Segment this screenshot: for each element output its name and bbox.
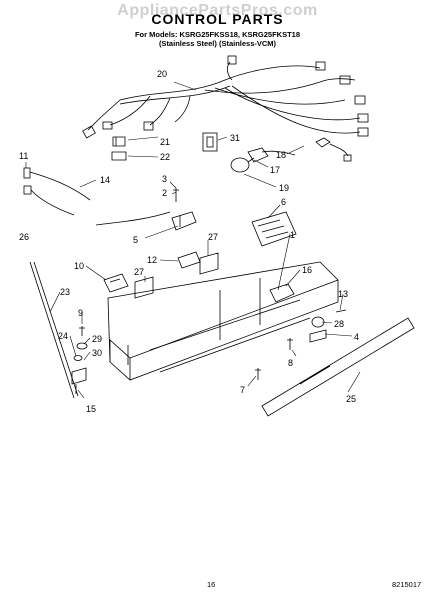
callout-3: 3 <box>162 174 167 184</box>
callout-30: 30 <box>92 348 102 358</box>
screw-8 <box>287 338 293 350</box>
callout-23: 23 <box>60 287 70 297</box>
light-socket-assembly <box>230 137 352 173</box>
callout-15: 15 <box>86 404 96 414</box>
hinge-15 <box>71 367 87 394</box>
callout-8: 8 <box>288 358 293 368</box>
callout-6: 6 <box>281 197 286 207</box>
rail-23 <box>29 261 79 399</box>
control-bracket-5 <box>171 211 197 231</box>
page-number: 16 <box>207 580 216 589</box>
callout-1: 1 <box>290 230 295 240</box>
drain-tube <box>95 211 171 226</box>
callout-25: 25 <box>346 394 356 404</box>
screw-3 <box>173 188 179 202</box>
callout-17: 17 <box>270 165 280 175</box>
thermistor-assembly <box>23 167 91 216</box>
label-27-right <box>199 252 219 275</box>
wire-harness <box>82 55 369 139</box>
callout-29: 29 <box>92 334 102 344</box>
washer-24 <box>73 355 83 361</box>
callout-4: 4 <box>354 332 359 342</box>
screw-7 <box>255 368 261 380</box>
callout-5: 5 <box>133 235 138 245</box>
callout-14: 14 <box>100 175 110 185</box>
model-info: For Models: KSRG25FKSS18, KSRG25FKST18 (… <box>0 30 435 48</box>
callout-18: 18 <box>276 150 286 160</box>
callout-19: 19 <box>279 183 289 193</box>
finish-line: (Stainless Steel) (Stainless-VCM) <box>158 39 277 48</box>
callout-27-right: 27 <box>208 232 218 242</box>
bracket-12 <box>177 251 201 269</box>
label-27-left <box>134 276 154 299</box>
callout-26: 26 <box>19 232 29 242</box>
screw-13 <box>335 309 347 313</box>
callout-31: 31 <box>230 133 240 143</box>
trim-25 <box>261 317 415 417</box>
watermark: AppliancePartsPros.com <box>117 2 318 19</box>
callout-2: 2 <box>162 188 167 198</box>
callout-13: 13 <box>338 289 348 299</box>
models-line: For Models: KSRG25FKSS18, KSRG25FKST18 <box>134 30 301 39</box>
callout-9: 9 <box>78 308 83 318</box>
callout-7: 7 <box>240 385 245 395</box>
callout-12: 12 <box>147 255 157 265</box>
washer-29 <box>76 342 88 350</box>
document-code: 8215017 <box>392 580 422 589</box>
light-switch <box>202 132 218 152</box>
control-housing <box>107 261 339 381</box>
callout-24: 24 <box>58 331 68 341</box>
callout-20: 20 <box>157 69 167 79</box>
part-4 <box>309 329 327 343</box>
callouts: 20 21 22 31 18 17 19 11 14 26 2 3 5 6 1 … <box>19 69 359 414</box>
callout-10: 10 <box>74 261 84 271</box>
callout-28: 28 <box>334 319 344 329</box>
bracket-10 <box>103 273 129 293</box>
screw-9 <box>79 326 85 336</box>
page-title: CONTROL PARTS <box>151 11 284 27</box>
clip-22 <box>111 151 127 161</box>
callout-22: 22 <box>160 152 170 162</box>
control-board <box>251 211 297 247</box>
callout-16: 16 <box>302 265 312 275</box>
callout-11: 11 <box>19 151 28 161</box>
callout-27-left: 27 <box>134 267 144 277</box>
clip-21 <box>112 136 126 147</box>
callout-21: 21 <box>160 137 170 147</box>
leader-lines <box>25 81 361 399</box>
